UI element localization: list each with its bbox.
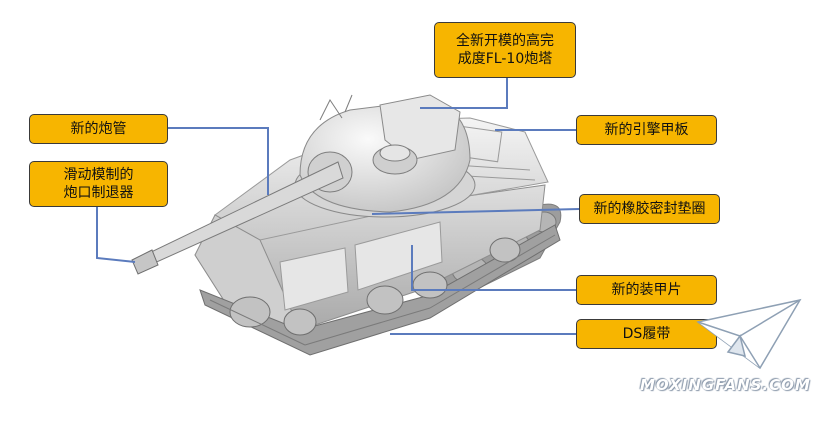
side-armor-plates: [279, 221, 443, 311]
callout-barrel: 新的炮管: [29, 114, 168, 144]
muzzle-brake: [131, 249, 159, 275]
callout-muzzle-brake: 滑动模制的 炮口制退器: [29, 161, 168, 207]
commander-cupola: [372, 144, 418, 175]
callout-tracks: DS履带: [576, 319, 717, 349]
callout-turret: 全新开模的高完 成度FL-10炮塔: [434, 22, 576, 78]
callout-engine-deck: 新的引擎甲板: [576, 115, 717, 145]
turret-bustle: [379, 94, 461, 161]
watermark-text: MOXINGFANS.COM: [640, 376, 811, 394]
leader-rubber-seal: [371, 208, 580, 215]
callout-rubber-seal: 新的橡胶密封垫圈: [579, 194, 720, 224]
leader-armor-plate: [411, 245, 576, 291]
leader-barrel: [168, 127, 269, 195]
leader-turret: [420, 78, 508, 109]
callout-armor-plate: 新的装甲片: [576, 275, 717, 305]
leader-muzzle: [96, 207, 136, 263]
antenna-mounts: [319, 94, 353, 121]
track-links: [209, 234, 556, 346]
road-wheels: [229, 237, 521, 336]
